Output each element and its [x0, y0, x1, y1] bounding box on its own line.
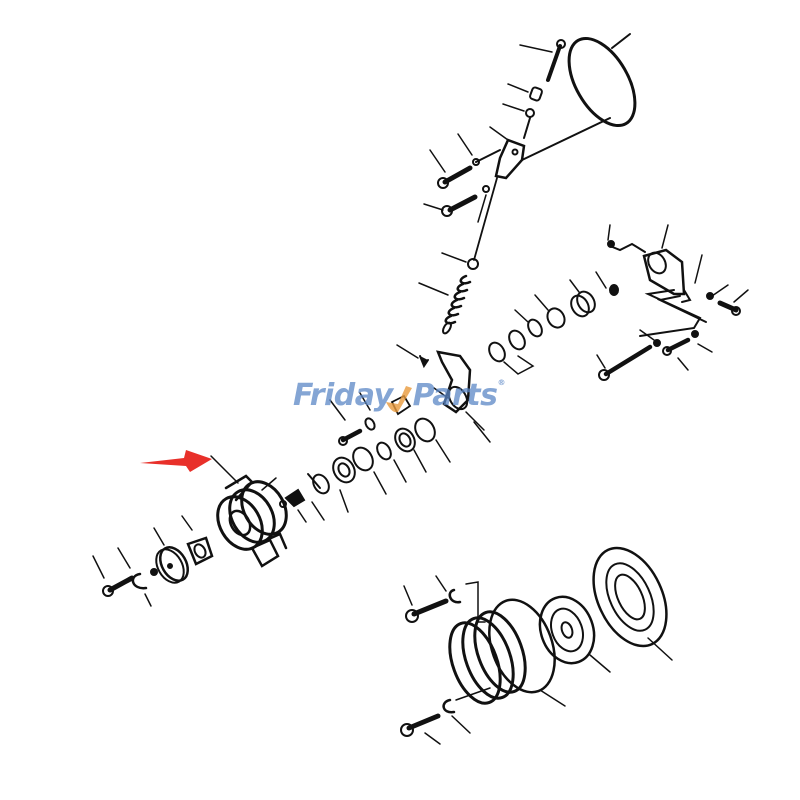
center-flange [538, 595, 611, 673]
fork-and-bearings [279, 392, 491, 523]
bolt-upper-left [429, 133, 501, 189]
red-arrow-indicator [140, 450, 212, 472]
top-rod [519, 39, 566, 82]
main-pulley [448, 598, 566, 707]
small-parts-stack [502, 83, 543, 139]
outer-flange [592, 546, 673, 661]
right-small-bolt [706, 284, 749, 316]
bolt-lower-left [423, 185, 490, 223]
left-bolt-and-clip [92, 547, 158, 607]
highlighted-tensioner-pulley [210, 455, 288, 568]
tension-spring [418, 274, 472, 335]
right-bracket [607, 224, 707, 337]
hub-plate [153, 527, 189, 584]
lever-bracket [489, 117, 611, 180]
gasket-plate [181, 515, 214, 566]
spring-rod [441, 177, 498, 270]
bottom-bolts [400, 575, 491, 745]
right-long-bolt [596, 329, 713, 381]
release-lever [396, 344, 485, 431]
shaft-bushings [488, 271, 619, 375]
cover-gasket [567, 33, 637, 128]
